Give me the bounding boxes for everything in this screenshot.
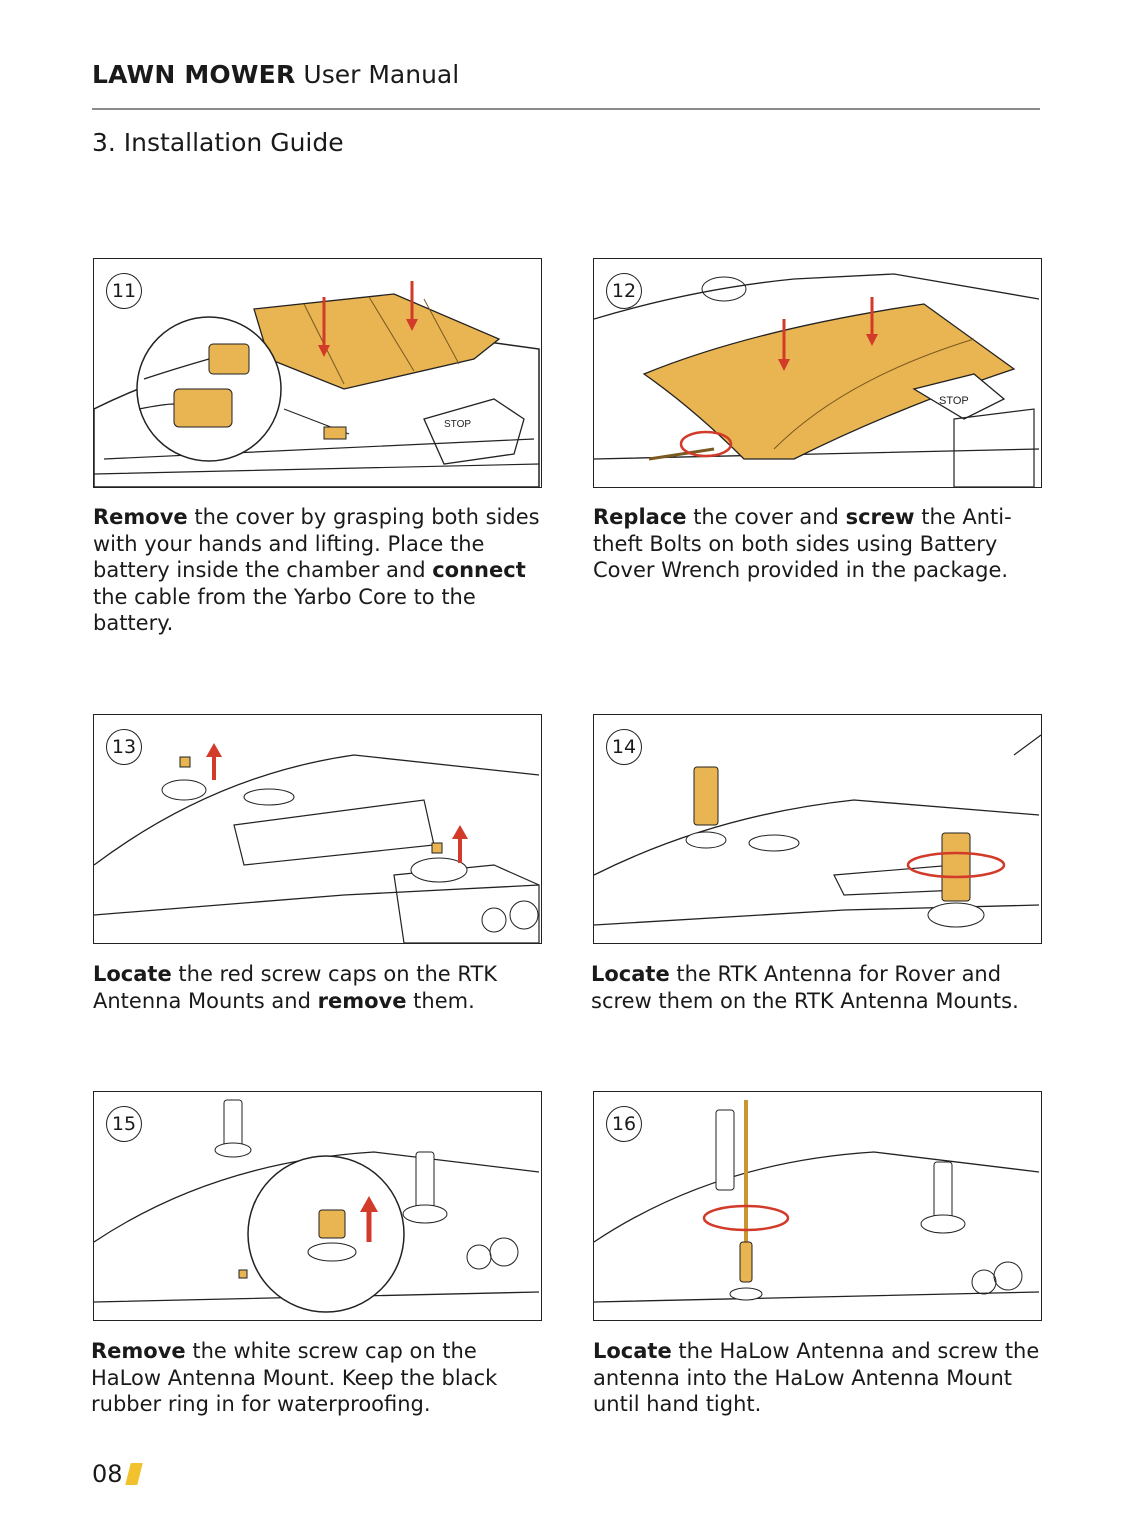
- cover-replace-illustration: STOP: [594, 273, 1040, 487]
- step-11-caption: Remove the cover by grasping both sides …: [93, 504, 543, 637]
- step-number-14: 14: [606, 729, 642, 765]
- caption-text: the Anti-theft Bolts on both sides using…: [593, 505, 1012, 582]
- step-13-caption: Locate the red screw caps on the RTK Ant…: [93, 961, 543, 1014]
- page-number: 08: [92, 1460, 123, 1488]
- page-accent-mark: [125, 1463, 143, 1485]
- step-15-caption: Remove the white screw cap on the HaLow …: [91, 1338, 541, 1418]
- battery-cover-removal-illustration: STOP: [94, 281, 540, 487]
- step-16-caption: Locate the HaLow Antenna and screw the a…: [593, 1338, 1043, 1418]
- halow-antenna-install-illustration: [594, 1100, 1040, 1303]
- step-number-15: 15: [106, 1106, 142, 1142]
- step-number-11: 11: [106, 273, 142, 309]
- step-16-panel: 16: [593, 1091, 1042, 1321]
- svg-text:STOP: STOP: [939, 395, 969, 407]
- caption-text: the red screw caps on the RTK Antenna Mo…: [93, 962, 498, 1013]
- screw-cap-removal-illustration: [94, 743, 540, 943]
- caption-text: the cover and: [686, 505, 846, 529]
- caption-text: them.: [406, 988, 475, 1013]
- caption-emphasis: remove: [317, 988, 407, 1013]
- manual-subtitle: User Manual: [303, 60, 460, 89]
- caption-text: the cover by grasping both sides with yo…: [93, 505, 540, 582]
- caption-emphasis: Locate: [593, 1339, 672, 1363]
- brand-title: LAWN MOWER: [92, 60, 296, 89]
- step-13-panel: 13: [93, 714, 542, 944]
- step-15-panel: 15: [93, 1091, 542, 1321]
- caption-emphasis: Replace: [593, 505, 687, 529]
- step-11-panel: STOP 11: [93, 258, 542, 488]
- caption-text: the RTK Antenna for Rover and screw them…: [591, 962, 1019, 1013]
- caption-emphasis: Remove: [91, 1339, 186, 1363]
- step-14-panel: 14: [593, 714, 1042, 944]
- caption-emphasis: Locate: [591, 962, 670, 986]
- step-14-caption: Locate the RTK Antenna for Rover and scr…: [591, 961, 1041, 1014]
- svg-text:STOP: STOP: [444, 419, 471, 430]
- halow-cap-removal-illustration: [94, 1099, 540, 1313]
- header-divider: [92, 108, 1040, 110]
- caption-text: the cable from the Yarbo Core to the bat…: [93, 584, 476, 636]
- caption-emphasis: connect: [432, 558, 526, 582]
- caption-text: the HaLow Antenna and screw the antenna …: [593, 1339, 1040, 1416]
- section-title: 3. Installation Guide: [92, 128, 344, 157]
- caption-text: the white screw cap on the HaLow Antenna…: [91, 1339, 498, 1416]
- caption-emphasis: Remove: [93, 505, 188, 529]
- step-number-13: 13: [106, 729, 142, 765]
- rtk-antenna-install-illustration: [594, 734, 1041, 928]
- caption-emphasis: screw: [845, 505, 915, 529]
- caption-emphasis: Locate: [93, 962, 172, 986]
- step-number-16: 16: [606, 1106, 642, 1142]
- step-12-panel: STOP 12: [593, 258, 1042, 488]
- step-12-caption: Replace the cover and screw the Anti-the…: [593, 504, 1043, 584]
- step-number-12: 12: [606, 273, 642, 309]
